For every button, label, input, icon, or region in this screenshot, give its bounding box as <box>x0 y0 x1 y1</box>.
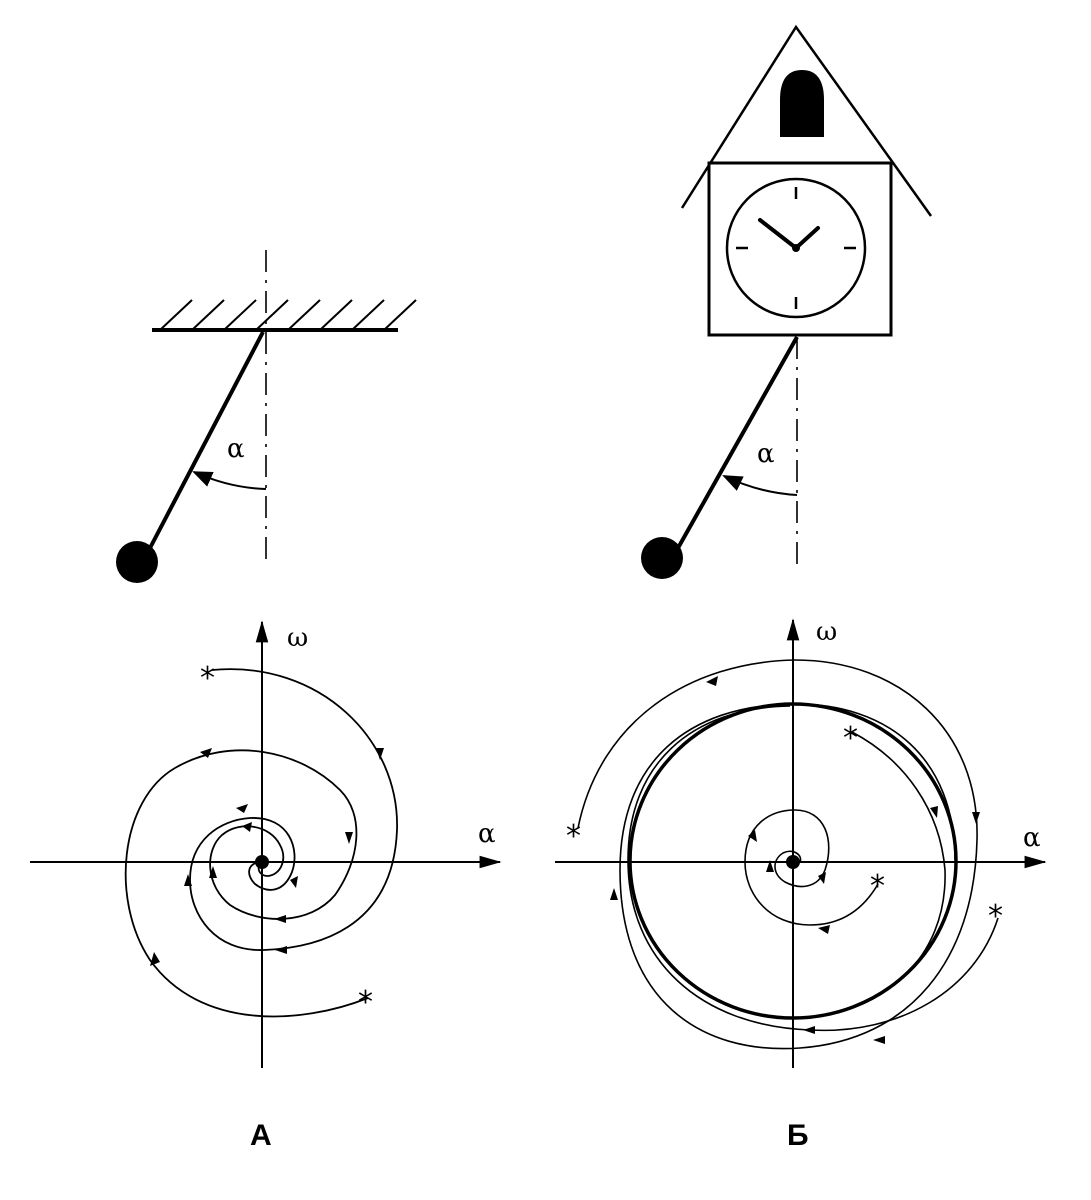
trajectory-b-inner-spiral <box>744 809 879 926</box>
equilibrium-point-a <box>255 855 269 869</box>
clock-hands <box>758 218 820 250</box>
ceiling-hatching-a <box>159 299 417 331</box>
phase-portrait-a: ω α * * <box>30 620 502 1068</box>
caption-b: Б <box>787 1119 809 1152</box>
start-marker-a-top: * <box>200 661 215 696</box>
trajectory-b-inner-upper <box>799 731 946 1019</box>
direction-arrows-b <box>610 676 980 1044</box>
direction-arrows-a <box>150 748 384 966</box>
angle-label-b: α <box>757 439 775 469</box>
alpha-axis-label-a: α <box>478 819 496 849</box>
clock-center <box>792 244 800 252</box>
trajectory-a-upper <box>189 668 398 951</box>
pendulum-bob-b <box>641 537 683 579</box>
start-marker-b-upper: * <box>843 721 858 756</box>
phase-portrait-b: ω α * * * * <box>555 617 1047 1068</box>
pendulum-rod-b <box>676 336 799 549</box>
alpha-axis-label-b: α <box>1023 823 1041 853</box>
pendulum-bob-a <box>116 541 158 583</box>
cuckoo-door <box>780 70 824 137</box>
trajectory-a-lower <box>124 749 369 1018</box>
pendulum-b: α <box>641 24 933 579</box>
angle-label-a: α <box>227 434 245 464</box>
start-marker-b-center: * <box>870 869 885 904</box>
angle-arc-a <box>192 471 267 490</box>
pendulum-a: α <box>116 250 417 583</box>
start-marker-a-bottom: * <box>358 985 373 1020</box>
caption-a: А <box>250 1119 272 1152</box>
trajectory-b-outer-right <box>627 705 999 1032</box>
pendulum-rod-a <box>148 331 265 549</box>
start-marker-b-right: * <box>988 899 1003 934</box>
clock-roof <box>680 24 933 217</box>
equilibrium-point-b <box>786 855 800 869</box>
start-marker-b-left: * <box>566 819 581 854</box>
omega-axis-label-a: ω <box>287 623 308 653</box>
clock-ticks <box>736 187 856 309</box>
angle-arc-b <box>722 475 798 496</box>
omega-axis-label-b: ω <box>816 617 837 647</box>
trajectory-b-outer-left <box>577 659 978 1050</box>
